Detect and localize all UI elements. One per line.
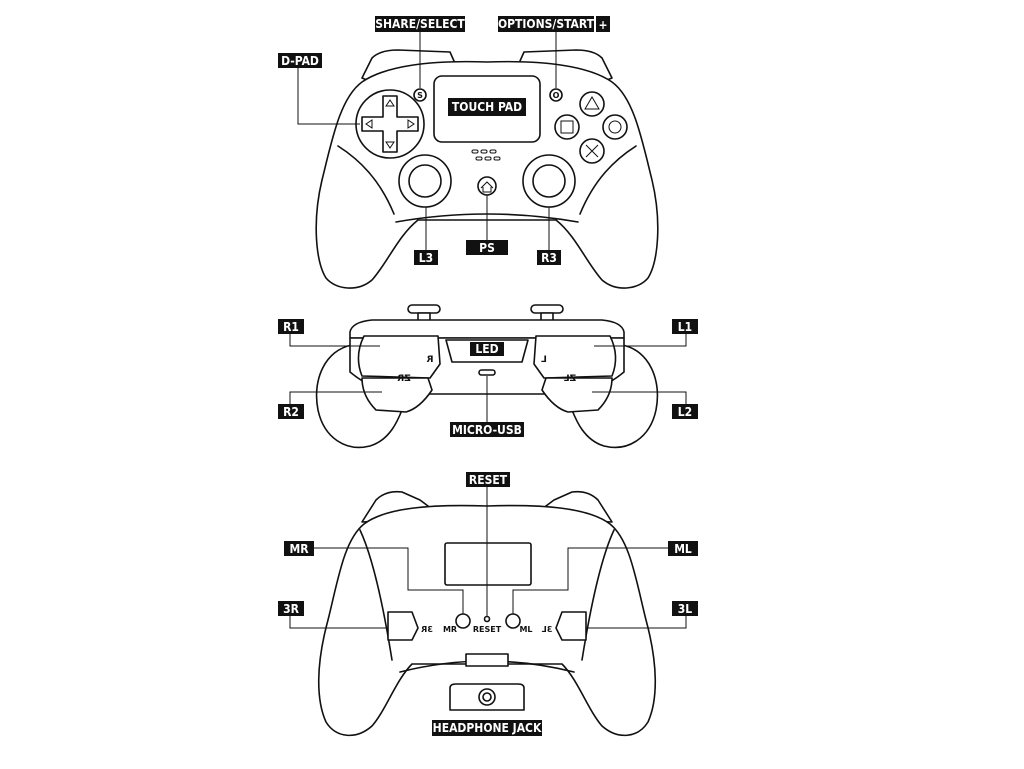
led-label: LED <box>475 342 498 356</box>
3r-paddle[interactable] <box>387 611 419 641</box>
l2-trigger[interactable] <box>541 377 613 413</box>
l3-label: L3 <box>419 251 433 265</box>
back-right-contour <box>581 529 615 661</box>
r2-trigger[interactable] <box>361 377 433 413</box>
home-icon <box>480 181 494 193</box>
r1-label: R1 <box>283 320 299 334</box>
top-right-stick-cap <box>530 304 564 314</box>
circle-icon <box>608 120 622 134</box>
reset-hole[interactable] <box>483 615 491 623</box>
mr-label: MR <box>289 542 309 556</box>
3l-label: 3L <box>678 602 693 616</box>
l2-label: L2 <box>678 405 692 419</box>
front-right-grip-contour <box>579 145 637 215</box>
top-edge <box>349 319 625 339</box>
circle-button[interactable] <box>602 114 628 140</box>
back-view: 3R MR RESET ML 3L <box>317 490 657 737</box>
left-stick[interactable] <box>408 164 442 198</box>
mr-mark: MR <box>443 625 457 634</box>
options-plus-label: + <box>598 18 607 32</box>
options-button[interactable] <box>549 88 563 102</box>
d-pad-label: D-PAD <box>281 54 319 68</box>
micro-usb-label: MICRO-USB <box>452 423 522 437</box>
r3-label: R3 <box>541 251 557 265</box>
options-start-label: OPTIONS/START <box>498 17 595 31</box>
cross-icon <box>585 144 599 158</box>
leader-lines <box>289 32 687 629</box>
square-icon <box>560 120 574 134</box>
zr-mark: ZR <box>397 374 411 384</box>
headphone-jack-inner <box>482 692 492 702</box>
d-pad[interactable] <box>361 95 419 153</box>
square-button[interactable] <box>554 114 580 140</box>
zl-mark: ZL <box>564 374 577 384</box>
ml-mark: ML <box>519 625 532 634</box>
mr-button[interactable] <box>455 613 471 629</box>
r2-label: R2 <box>283 405 299 419</box>
triangle-button[interactable] <box>579 91 605 117</box>
options-button-letter: O <box>553 91 560 100</box>
right-stick[interactable] <box>532 164 566 198</box>
share-button[interactable] <box>413 88 427 102</box>
touch-pad-label: TOUCH PAD <box>452 100 522 114</box>
ps-label: PS <box>479 241 495 255</box>
speaker-grille <box>471 149 501 161</box>
3l-mark: 3L <box>542 625 553 634</box>
front-view: S O <box>315 49 659 289</box>
front-left-grip-contour <box>337 145 395 215</box>
share-button-letter: S <box>417 91 423 100</box>
triangle-icon <box>584 96 600 110</box>
3l-paddle[interactable] <box>555 611 587 641</box>
back-panel <box>444 542 532 586</box>
micro-usb-port[interactable] <box>478 369 496 376</box>
reset-label: RESET <box>469 473 508 487</box>
headphone-jack-label: HEADPHONE JACK <box>433 721 542 735</box>
top-left-stick-cap <box>407 304 441 314</box>
3r-label: 3R <box>283 602 300 616</box>
share-select-label: SHARE/SELECT <box>375 17 465 31</box>
r-mark: R <box>426 355 433 365</box>
reset-mark: RESET <box>473 625 502 634</box>
l-mark: L <box>541 355 547 365</box>
label-boxes: SHARE/SELECT OPTIONS/START + D-PAD TOUCH… <box>278 16 698 736</box>
l1-label: L1 <box>678 320 692 334</box>
d-pad-arrows-icon <box>365 99 415 149</box>
3r-mark: 3R <box>421 625 433 634</box>
jack-housing-top <box>465 653 509 667</box>
ml-button[interactable] <box>505 613 521 629</box>
back-left-contour <box>359 529 393 661</box>
ml-label: ML <box>674 542 692 556</box>
